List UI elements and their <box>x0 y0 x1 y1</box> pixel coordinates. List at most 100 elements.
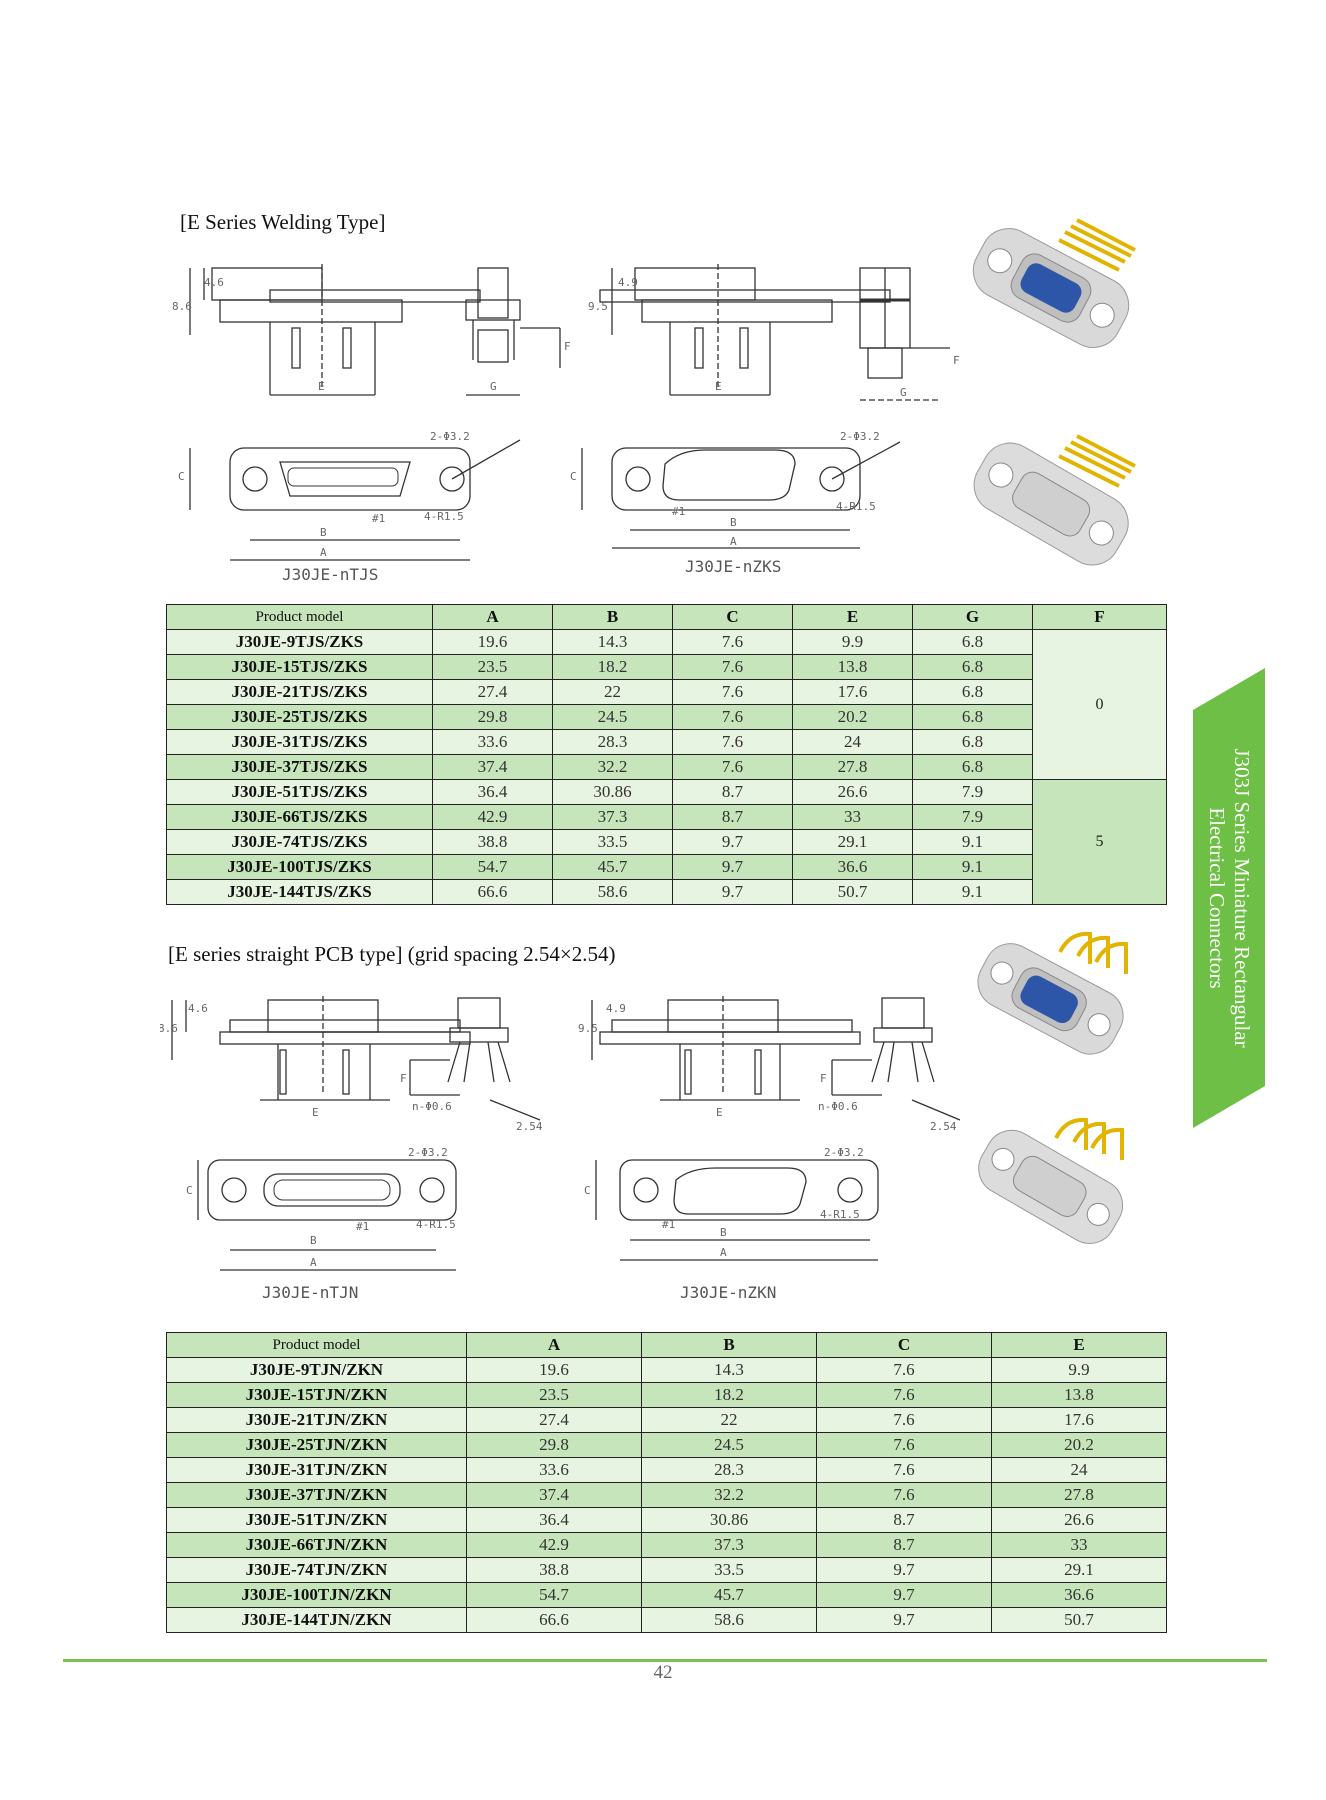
label-tjn: J30JE-nTJN <box>262 1283 358 1302</box>
cell: 36.6 <box>792 854 913 880</box>
cell-model: J30JE-37TJN/ZKN <box>166 1482 467 1508</box>
table-row: J30JE-9TJS/ZKS 19.6 14.3 7.6 9.9 6.8 0 <box>166 629 1167 780</box>
drawing-welding: 8.6 4.6 9.5 4.9 E G E G F F 2-Φ3.2 2-Φ3.… <box>172 264 960 584</box>
cell: 24.5 <box>641 1432 817 1458</box>
col-product-model: Product model <box>166 1332 467 1358</box>
footer-divider <box>63 1659 1267 1662</box>
pcb-dim-e-label: E <box>312 1106 319 1119</box>
cell: 33.6 <box>432 729 553 755</box>
cell-model: J30JE-51TJN/ZKN <box>166 1507 467 1533</box>
cell-model: J30JE-66TJN/ZKN <box>166 1532 467 1558</box>
cell: 7.6 <box>816 1382 992 1408</box>
table-row: J30JE-21TJS/ZKS 27.4 22 7.6 17.6 6.8 <box>166 679 1167 705</box>
cell: 7.9 <box>912 779 1033 805</box>
connector-photo-2 <box>973 434 1136 566</box>
cell-f-group-2: 5 <box>1032 779 1167 905</box>
dim-g-label: G <box>490 380 497 393</box>
side-tab-background <box>1193 668 1265 1128</box>
cell: 7.9 <box>912 804 1033 830</box>
pcb-dim-c-label: C <box>186 1184 193 1197</box>
spec-table-welding: Product model A B C E G F J30JE-9TJS/ZKS… <box>166 604 1167 905</box>
cell-model: J30JE-100TJN/ZKN <box>166 1582 467 1608</box>
dim-c-label: C <box>178 470 185 483</box>
cell: 9.1 <box>912 879 1033 905</box>
cell-model: J30JE-15TJS/ZKS <box>166 654 433 680</box>
dim-b-label: B <box>320 526 327 539</box>
cell: 9.9 <box>991 1357 1167 1383</box>
table-row: J30JE-66TJS/ZKS 42.9 37.3 8.7 33 7.9 <box>166 804 1167 830</box>
cell: 8.7 <box>672 779 793 805</box>
cell: 9.9 <box>792 629 913 655</box>
connector-photo-1 <box>972 218 1136 348</box>
cell: 18.2 <box>641 1382 817 1408</box>
pcb-radius2-label: 4-R1.5 <box>820 1208 860 1221</box>
table-row: J30JE-25TJN/ZKN 29.8 24.5 7.6 20.2 <box>166 1432 1167 1458</box>
dim-f2-label: F <box>953 354 960 367</box>
col-g: G <box>912 604 1033 630</box>
table-row: J30JE-15TJS/ZKS 23.5 18.2 7.6 13.8 6.8 <box>166 654 1167 680</box>
cell: 29.8 <box>466 1432 642 1458</box>
connector-photo-4 <box>978 1117 1124 1244</box>
cell: 36.4 <box>466 1507 642 1533</box>
dim-c2-label: C <box>570 470 577 483</box>
cell-model: J30JE-9TJN/ZKN <box>166 1357 467 1383</box>
cell: 9.7 <box>816 1582 992 1608</box>
side-view-tjs <box>189 264 481 396</box>
cell: 19.6 <box>432 629 553 655</box>
cell: 38.8 <box>432 829 553 855</box>
pcb-pitch-label: 2.54 <box>516 1120 543 1133</box>
cell: 17.6 <box>991 1407 1167 1433</box>
pin-one2-label: #1 <box>672 505 685 518</box>
table-header-row: Product model A B C E G F <box>166 604 1167 630</box>
pcb-dim-e2-label: E <box>716 1106 723 1119</box>
cell: 13.8 <box>991 1382 1167 1408</box>
dim-46-label: 4.6 <box>204 276 224 289</box>
table-row: J30JE-15TJN/ZKN 23.5 18.2 7.6 13.8 <box>166 1382 1167 1408</box>
cell-model: J30JE-74TJN/ZKN <box>166 1557 467 1583</box>
front-view-tjs <box>189 439 521 561</box>
table-header-row: Product model A B C E <box>166 1332 1167 1358</box>
cell: 22 <box>552 679 673 705</box>
cell: 6.8 <box>912 754 1033 780</box>
spec-table-pcb: Product model A B C E J30JE-9TJN/ZKN 19.… <box>166 1332 1167 1633</box>
col-e: E <box>792 604 913 630</box>
cell: 27.4 <box>466 1407 642 1433</box>
dim-g2-label: G <box>900 386 907 399</box>
cell: 6.8 <box>912 629 1033 655</box>
hole-label: 2-Φ3.2 <box>430 430 470 443</box>
pcb-pin-one2-label: #1 <box>662 1218 675 1231</box>
label-zkn: J30JE-nZKN <box>680 1283 776 1302</box>
cell: 29.1 <box>991 1557 1167 1583</box>
cell: 20.2 <box>792 704 913 730</box>
cell: 23.5 <box>466 1382 642 1408</box>
dim-f-label: F <box>564 340 571 353</box>
cell-model: J30JE-9TJS/ZKS <box>166 629 433 655</box>
cell: 27.4 <box>432 679 553 705</box>
pcb-pin-dia2-label: n-Φ0.6 <box>818 1100 858 1113</box>
cell: 27.8 <box>792 754 913 780</box>
cell-model: J30JE-51TJS/ZKS <box>166 779 433 805</box>
col-b: B <box>641 1332 817 1358</box>
cell: 6.8 <box>912 679 1033 705</box>
dim-b2-label: B <box>730 516 737 529</box>
cell: 14.3 <box>641 1357 817 1383</box>
pcb-hole-label: 2-Φ3.2 <box>408 1146 448 1159</box>
table-row: J30JE-74TJS/ZKS 38.8 33.5 9.7 29.1 9.1 <box>166 829 1167 855</box>
cell: 30.86 <box>641 1507 817 1533</box>
side-view-tjn <box>171 996 471 1101</box>
cell-model: J30JE-74TJS/ZKS <box>166 829 433 855</box>
cell: 33.5 <box>641 1557 817 1583</box>
cell: 24 <box>991 1457 1167 1483</box>
cell: 7.6 <box>672 654 793 680</box>
col-c: C <box>672 604 793 630</box>
table-row: J30JE-51TJS/ZKS 36.4 30.86 8.7 26.6 7.9 … <box>166 779 1167 905</box>
cell: 9.1 <box>912 854 1033 880</box>
cell: 28.3 <box>552 729 673 755</box>
cell: 6.8 <box>912 654 1033 680</box>
pcb-dim-86-label: 8.6 <box>160 1022 178 1035</box>
table-row: J30JE-37TJN/ZKN 37.4 32.2 7.6 27.8 <box>166 1482 1167 1508</box>
label-tjs: J30JE-nTJS <box>282 565 378 584</box>
cell-model: J30JE-144TJS/ZKS <box>166 879 433 905</box>
cell-model: J30JE-66TJS/ZKS <box>166 804 433 830</box>
pcb-dim-f-label: F <box>400 1072 407 1085</box>
